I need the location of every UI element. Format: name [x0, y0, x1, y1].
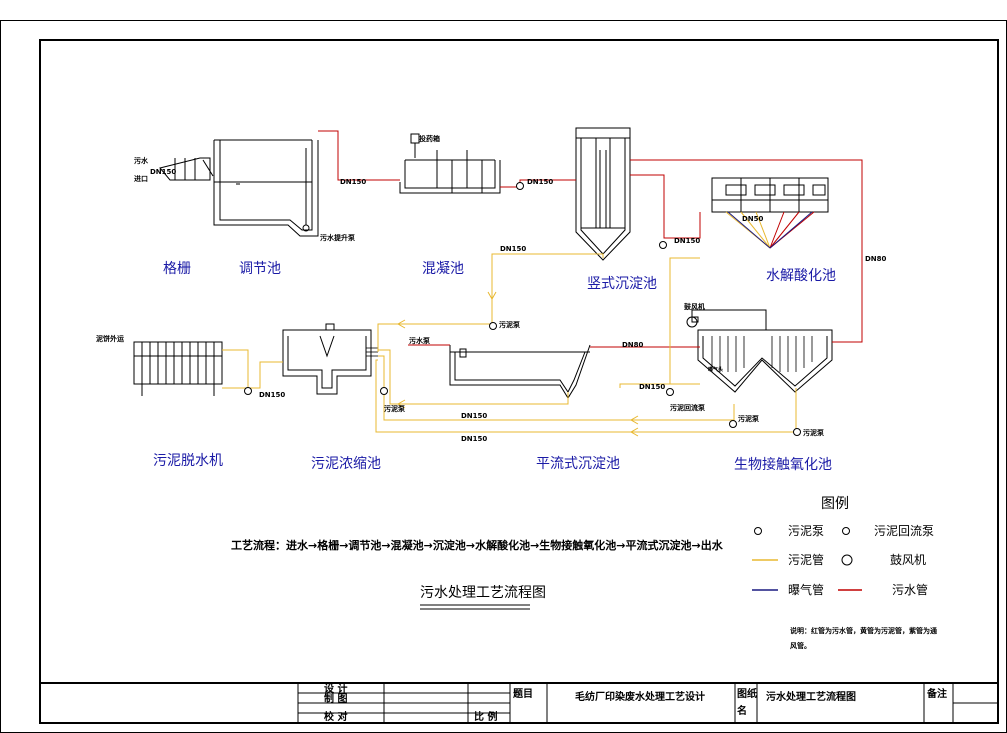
label-inlet-1: 污水 — [134, 156, 149, 165]
label-dn150-c: DN150 — [527, 178, 553, 186]
title-block — [40, 682, 998, 723]
label-lift-pump: 污水提升泵 — [320, 233, 355, 242]
pump-icon — [516, 182, 524, 190]
bio-contact-tank — [686, 316, 833, 393]
sludge-pipes — [222, 253, 797, 433]
label-dn150-f: DN150 — [639, 383, 665, 391]
label-aeration-head: 曝气头 — [708, 366, 723, 373]
tb-draw: 制 图 — [324, 692, 347, 705]
pump-icon — [666, 388, 674, 396]
tb-design: 设 计 — [324, 682, 347, 695]
pump-icon-group — [244, 182, 801, 436]
legend-item-wastewater-pipe: 污水管 — [892, 582, 928, 597]
pump-icon — [489, 322, 497, 330]
tb-drawing-name: 污水处理工艺流程图 — [766, 690, 856, 703]
legend-item-sludge-pipe: 污泥管 — [788, 552, 824, 567]
diagram-title: 污水处理工艺流程图 — [420, 585, 546, 601]
label-dn150-b: DN150 — [340, 178, 366, 186]
label-return-pump: 污泥回流泵 — [670, 403, 705, 412]
legend-item-sludge-pump: 污泥泵 — [788, 524, 824, 538]
label-dn80-a: DN80 — [865, 255, 887, 263]
unit-label-sludge-thicken: 污泥浓缩池 — [311, 456, 381, 472]
flow-arrows — [396, 291, 639, 437]
label-dosing-box: 投药箱 — [419, 134, 440, 143]
label-sludge-outward: 泥饼外运 — [96, 334, 125, 343]
legend-sludge-pump-icon — [754, 527, 762, 535]
sludge-thickener — [282, 323, 378, 395]
process-description: 工艺流程：进水→格栅→调节池→混凝池→沉淀池→水解酸化池→生物接触氧化池→平流式… — [231, 538, 724, 552]
tb-drawing-name-label-1: 图纸 — [737, 687, 757, 700]
label-sludge-pump-c: 污泥泵 — [738, 414, 759, 423]
unit-label-regulating: 调节池 — [239, 261, 281, 277]
tb-remarks: 备注 — [926, 687, 947, 700]
pump-icon — [659, 241, 667, 249]
coagulation-tank — [399, 133, 501, 194]
pump-icon — [729, 420, 737, 428]
tb-subject: 毛纺厂印染废水处理工艺设计 — [575, 690, 705, 703]
unit-label-coagulation: 混凝池 — [422, 261, 464, 277]
label-dn150-h: DN150 — [461, 435, 487, 443]
regulating-tank — [213, 139, 319, 237]
label-sludge-pump-b: 污泥泵 — [384, 404, 405, 413]
label-sludge-pump-d: 污泥泵 — [803, 428, 824, 437]
label-inlet-2: 进口 — [134, 174, 148, 183]
legend-title: 图例 — [821, 496, 849, 512]
vertical-settler — [575, 127, 631, 261]
wastewater-pipes — [318, 130, 863, 348]
sludge-dewatering-machine — [133, 341, 223, 396]
legend-return-pump-icon — [842, 527, 850, 535]
legend-blower-icon — [841, 554, 853, 566]
label-wastewater-pump: 污水泵 — [409, 336, 430, 345]
unit-label-grille: 格栅 — [163, 261, 191, 277]
horizontal-settler — [449, 344, 591, 399]
grille-unit — [159, 157, 214, 181]
label-dn150-a: DN150 — [150, 168, 176, 176]
label-dn150-i: DN150 — [259, 391, 285, 399]
pump-icon — [244, 387, 252, 395]
legend-note-2: 风管。 — [790, 641, 811, 650]
aeration-lines — [691, 211, 815, 330]
unit-label-bio-contact: 生物接触氧化池 — [734, 456, 832, 473]
tb-drawing-name-label-2: 名 — [737, 704, 747, 717]
label-dn150-d: DN150 — [500, 245, 526, 253]
unit-label-horizontal-settler: 平流式沉淀池 — [536, 456, 620, 472]
unit-label-hydrolysis: 水解酸化池 — [766, 268, 836, 284]
label-sludge-pump-a: 污泥泵 — [499, 320, 520, 329]
legend-note-1: 说明：红管为污水管，黄管为污泥管，紫管为通 — [790, 626, 938, 635]
hydrolysis-tank — [711, 177, 829, 213]
legend-item-blower: 鼓风机 — [890, 553, 926, 567]
legend-item-return-pump: 污泥回流泵 — [874, 524, 934, 538]
tb-subject-label: 题目 — [513, 688, 533, 700]
unit-label-vertical-settler: 竖式沉淀池 — [587, 276, 657, 292]
drawing-frame — [39, 39, 999, 724]
label-dn150-g: DN150 — [461, 412, 487, 420]
label-blower: 鼓风机 — [684, 302, 705, 311]
label-dn150-e: DN150 — [674, 237, 700, 245]
pump-icon — [380, 387, 388, 395]
tb-check: 校 对 — [324, 710, 347, 723]
tb-scale: 比 例 — [474, 710, 497, 723]
sheet-border — [0, 20, 1007, 733]
unit-label-sludge-dewater: 污泥脱水机 — [153, 453, 223, 469]
label-dn50: DN50 — [742, 215, 764, 223]
legend: 污泥泵 污泥回流泵 污泥管 鼓风机 曝气管 污水管 — [752, 524, 934, 597]
legend-item-aeration-pipe: 曝气管 — [788, 582, 824, 597]
label-dn80-b: DN80 — [622, 341, 644, 349]
pump-icon — [793, 428, 801, 436]
